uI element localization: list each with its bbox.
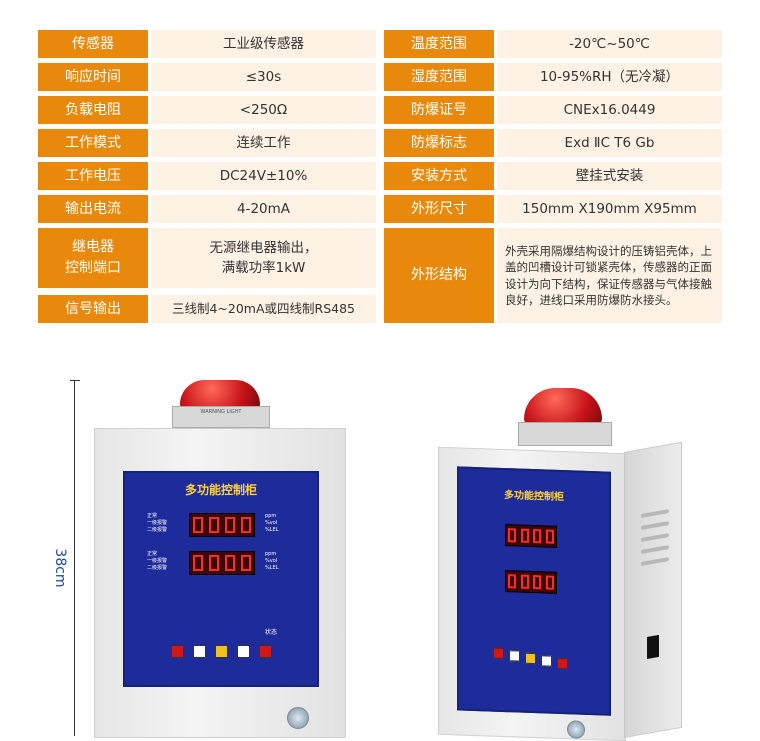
spec-label: 防爆标志 [384,129,494,157]
spec-value: 150mm X190mm X95mm [497,195,722,223]
spec-label: 工作电压 [38,162,148,190]
spec-row: 安装方式 壁挂式安装 [38,162,722,190]
warning-light: WARNING LIGHT [172,380,270,428]
spec-value: 壁挂式安装 [497,162,722,190]
spec-label: 外形尺寸 [384,195,494,223]
panel-title: 多功能控制柜 [504,490,564,504]
lamp-base [518,422,612,446]
spec-label: 响应时间 [38,63,148,91]
spec-row: 继电器 控制端口 无源继电器输出， 满载功率1kW [38,228,376,288]
panel-button [509,650,520,662]
lamp-dome [524,388,602,424]
display-2 [189,551,255,575]
status-label: 状态 [265,629,278,636]
panel-button [525,652,536,665]
control-panel: 多功能控制柜 [457,466,611,716]
spec-label: 信号输出 [38,295,148,323]
spec-label: 防爆证号 [384,96,494,124]
spec-label: 继电器 控制端口 [38,228,148,288]
spec-label: 温度范围 [384,30,494,58]
dimension-tick [70,380,80,381]
spec-row: 信号输出 三线制4~20mA或四线制RS485 [38,295,376,323]
spec-label: 安装方式 [384,162,494,190]
spec-value: ≤30s [151,63,376,91]
spec-value: 连续工作 [151,129,376,157]
spec-row: 工作电压 DC24V±10% [38,162,376,190]
cabinet-body: 多功能控制柜 正常一级报警二级报警 ppm%vol%LEL 正常一级报警二级报警… [94,428,346,738]
spec-label: 输出电流 [38,195,148,223]
spec-row: 外形尺寸 150mm X190mm X95mm [38,195,722,223]
control-panel: 多功能控制柜 正常一级报警二级报警 ppm%vol%LEL 正常一级报警二级报警… [123,471,319,687]
panel-button [215,645,228,658]
spec-value: Exd ⅡC T6 Gb [497,129,722,157]
spec-row: 温度范围 -20℃~50℃ [38,30,722,58]
panel-title: 多功能控制柜 [184,483,257,497]
display-1 [189,513,255,537]
spec-row: 防爆证号 CNEx16.0449 [38,96,722,124]
panel-button [193,645,206,658]
spec-row: 输出电流 4-20mA [38,195,376,223]
panel-button [259,645,272,658]
lamp-dome [180,380,260,408]
spec-row: 湿度范围 10-95%RH（无冷凝） [38,63,722,91]
spec-value: 工业级传感器 [151,30,376,58]
spec-value: -20℃~50℃ [497,30,722,58]
spec-row: 工作模式 连续工作 [38,129,376,157]
spec-value: DC24V±10% [151,162,376,190]
panel-button [493,647,504,660]
lamp-base: WARNING LIGHT [172,406,270,428]
alarm-labels: 正常一级报警二级报警 [147,551,168,571]
spec-value: 4-20mA [151,195,376,223]
warning-light [518,388,612,448]
spec-value: 无源继电器输出， 满载功率1kW [151,228,376,288]
panel-button [171,645,184,658]
spec-label: 传感器 [38,30,148,58]
spec-value: 10-95%RH（无冷凝） [497,63,722,91]
panel-button [541,655,552,667]
spec-row: 响应时间 ≤30s [38,63,376,91]
spec-row: 传感器 工业级传感器 [38,30,376,58]
spec-value: 三线制4~20mA或四线制RS485 [151,295,376,323]
spec-value: <250Ω [151,96,376,124]
panel-button [557,657,568,670]
spec-row: 负载电阻 <250Ω [38,96,376,124]
key-lock-icon [567,720,585,739]
cabinet-side-panel [624,441,682,738]
dimension-label: 38cm [52,548,68,588]
spec-label: 负载电阻 [38,96,148,124]
cabinet-body: 多功能控制柜 [438,446,626,741]
alarm-labels: 正常一级报警二级报警 [147,513,168,533]
panel-button [237,645,250,658]
spec-value: 外壳采用隔爆结构设计的压铸铝壳体，上盖的凹槽设计可锁紧壳体，传感器的正面设计为向… [497,228,722,323]
unit-labels: ppm%vol%LEL [265,513,279,533]
spec-row: 外形结构 外壳采用隔爆结构设计的压铸铝壳体，上盖的凹槽设计可锁紧壳体，传感器的正… [38,228,722,323]
key-lock-icon [287,707,309,729]
spec-label: 工作模式 [38,129,148,157]
display-2 [505,570,557,594]
dimension-line [74,380,75,736]
display-1 [505,524,557,548]
spec-label: 外形结构 [384,228,494,323]
spec-row: 防爆标志 Exd ⅡC T6 Gb [38,129,722,157]
spec-label: 湿度范围 [384,63,494,91]
power-switch-icon [647,634,659,659]
spec-value: CNEx16.0449 [497,96,722,124]
unit-labels: ppm%vol%LEL [265,551,279,571]
